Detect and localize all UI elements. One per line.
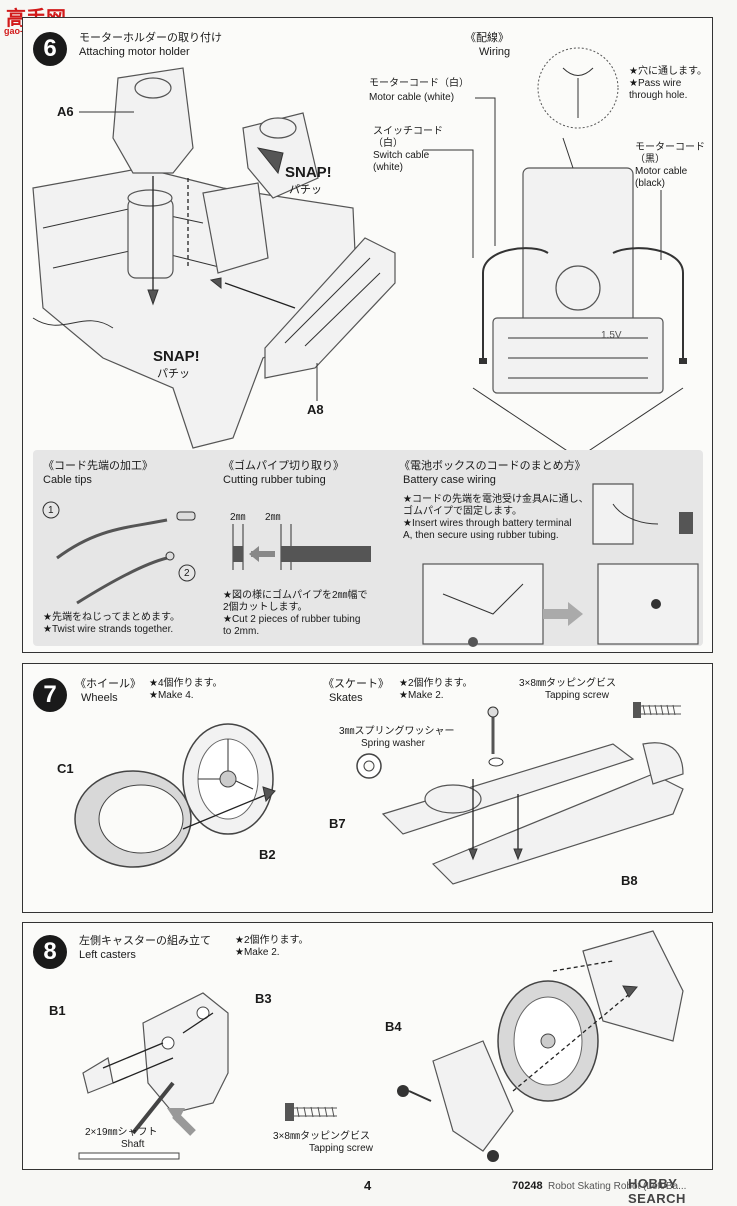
cable-step-2: 2 — [184, 568, 190, 579]
cable-note-jp: ★先端をねじってまとめます。 — [43, 612, 180, 623]
caster-right-drawing — [397, 930, 684, 1162]
step8-screw-en: Tapping screw — [309, 1143, 373, 1154]
cable-note-en: ★Twist wire strands together. — [43, 624, 174, 635]
label-a8: A8 — [307, 402, 324, 417]
label-b4: B4 — [385, 1019, 402, 1034]
motor-cable-white-jp: モーターコード（白） — [369, 78, 469, 89]
battery-note-jp1: ★コードの先端を電池受け金具Aに通し、 — [403, 494, 589, 505]
label-b7: B7 — [329, 816, 346, 831]
tubing-note-en2: to 2mm. — [223, 626, 260, 637]
cable-tips-title-en: Cable tips — [43, 474, 92, 486]
motor-cable-black-jp: モーターコード — [635, 142, 705, 153]
leader-switch — [423, 149, 474, 258]
wheels-make-en: ★Make 4. — [149, 690, 194, 701]
skate-screw-jp: 3×8㎜タッピングビス — [519, 678, 616, 689]
footer-code: 70248 — [512, 1180, 543, 1192]
wheel-drawing — [74, 723, 276, 868]
switch-cable-jp1: スイッチコード — [373, 126, 443, 137]
battery-note-en2: A, then secure using rubber tubing. — [403, 530, 559, 541]
cable-step-1: 1 — [48, 505, 54, 516]
snap-label-2: SNAP! — [153, 348, 200, 365]
leader-motor-black — [660, 190, 662, 260]
battery-cover-a8 — [209, 237, 396, 379]
battery-note-en1: ★Insert wires through battery terminal — [403, 518, 572, 529]
leader-a8 — [316, 363, 318, 401]
skate-drawing — [356, 702, 684, 885]
label-b3: B3 — [255, 991, 272, 1006]
step6-number: 6 — [33, 32, 67, 66]
tubing-note-jp2: 2個カットします。 — [223, 602, 308, 613]
tubing-drawing — [232, 524, 371, 570]
shaft-en: Shaft — [121, 1139, 145, 1150]
tubing-width-1: 2㎜ — [230, 512, 246, 523]
step7-number: 7 — [33, 678, 67, 712]
snap-label-1: SNAP! — [285, 164, 332, 181]
label-c1: C1 — [57, 761, 74, 776]
motor-holder-drawing — [32, 67, 359, 449]
battery-wiring-title-jp: 《電池ボックスのコードのまとめ方》 — [399, 460, 586, 472]
washer-jp: 3㎜スプリングワッシャー — [339, 726, 455, 737]
battery-wiring-drawing — [422, 483, 699, 647]
motor-cable-black-en1: Motor cable — [635, 166, 688, 177]
label-b8: B8 — [621, 873, 638, 888]
switch-cable-jp2: （白） — [373, 138, 403, 149]
wire-hole-note-en1: ★Pass wire — [629, 78, 682, 89]
tapping-screw-icon — [285, 1103, 337, 1121]
step6-panel: 6 モーターホルダーの取り付け Attaching motor holder A… — [22, 17, 713, 653]
tubing-title-jp: 《ゴムパイプ切り取り》 — [223, 460, 344, 472]
motor-cable-white-en: Motor cable (white) — [369, 92, 455, 103]
wiring-title-en: Wiring — [479, 46, 511, 58]
cable-tips-drawing — [42, 501, 196, 605]
step8-make-en: ★Make 2. — [235, 947, 280, 958]
footer-brand: HOBBY SEARCH — [628, 1176, 686, 1206]
step8-make-jp: ★2個作ります。 — [235, 935, 309, 946]
wiring-title-jp: 《配線》 — [465, 32, 509, 44]
motor-cable-black-jp2: （黒） — [635, 154, 665, 165]
wheels-title-jp: 《ホイール》 — [75, 678, 141, 690]
step8-panel: 8 左側キャスターの組み立て Left casters ★2個作ります。 ★Ma… — [22, 922, 713, 1170]
step8-title-jp: 左側キャスターの組み立て — [79, 935, 211, 947]
battery-note-jp2: ゴムパイプで固定します。 — [403, 506, 522, 517]
step8-title-en: Left casters — [79, 949, 136, 961]
step8-number: 8 — [33, 935, 67, 969]
wheels-make-jp: ★4個作ります。 — [149, 678, 223, 689]
skates-title-jp: 《スケート》 — [323, 678, 389, 690]
snap-label-1-jp: パチッ — [289, 184, 322, 196]
washer-en: Spring washer — [361, 738, 425, 749]
label-b1: B1 — [49, 1003, 66, 1018]
caster-left-drawing — [82, 992, 229, 1136]
label-a6: A6 — [57, 104, 74, 119]
tubing-note-en1: ★Cut 2 pieces of rubber tubing — [223, 614, 361, 625]
step8-screw-jp: 3×8㎜タッピングビス — [273, 1131, 370, 1142]
footer-title: Robot Skating Robot (Left/Ba... — [548, 1181, 687, 1192]
snap-label-2-jp: パチッ — [157, 368, 190, 380]
wire-hole-note-en2: through hole. — [629, 90, 688, 101]
leader-motor-white — [475, 97, 496, 246]
switch-cable-en2: (white) — [373, 162, 404, 173]
skates-title-en: Skates — [329, 692, 363, 704]
tubing-note-jp1: ★図の様にゴムパイプを2㎜幅で — [223, 590, 368, 601]
switch-cable-en1: Switch cable — [373, 150, 430, 161]
wiring-drawing: 1.5V — [472, 47, 687, 459]
step6-title-en: Attaching motor holder — [79, 46, 190, 58]
shaft-icon — [78, 1152, 180, 1160]
tubing-width-2: 2㎜ — [265, 512, 281, 523]
cable-tips-title-jp: 《コード先端の加工》 — [43, 460, 153, 472]
wire-hole-note-jp: ★穴に通します。 — [629, 66, 707, 77]
step7-panel: 7 《ホイール》 Wheels ★4個作ります。 ★Make 4. C1 B2 … — [22, 663, 713, 913]
motor-cable-black-en2: (black) — [635, 178, 666, 189]
skates-make-en: ★Make 2. — [399, 690, 444, 701]
svg-text:1.5V: 1.5V — [601, 330, 622, 341]
tubing-title-en: Cutting rubber tubing — [223, 474, 326, 486]
skates-make-jp: ★2個作ります。 — [399, 678, 473, 689]
step6-title-jp: モーターホルダーの取り付け — [79, 32, 222, 44]
label-b2: B2 — [259, 847, 276, 862]
wheels-title-en: Wheels — [81, 692, 118, 704]
page-number: 4 — [364, 1178, 372, 1193]
leader-a6 — [79, 111, 134, 113]
shaft-jp: 2×19㎜シャフト — [85, 1127, 158, 1138]
skate-screw-en: Tapping screw — [545, 690, 609, 701]
battery-wiring-title-en: Battery case wiring — [403, 474, 496, 486]
